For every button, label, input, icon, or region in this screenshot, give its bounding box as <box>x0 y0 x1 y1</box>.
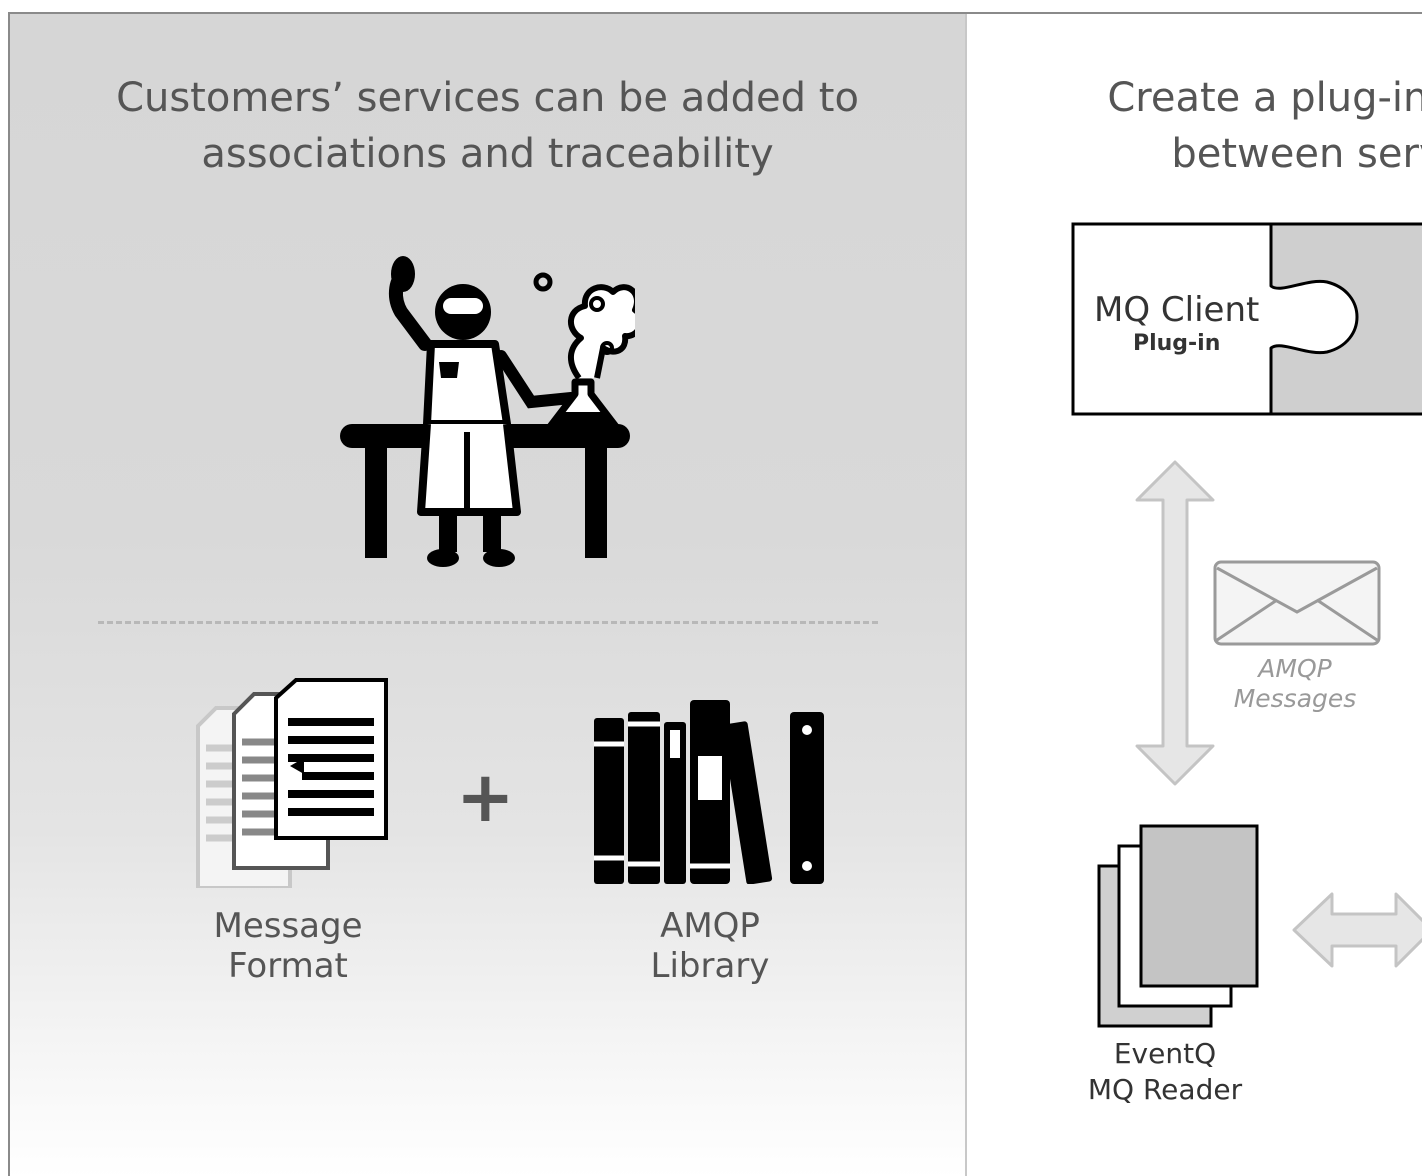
left-panel: Customers’ services can be added to asso… <box>10 14 967 1176</box>
right-heading: Create a plug-in tha between serv <box>1107 75 1422 177</box>
books-icon <box>594 700 824 884</box>
message-format-label: Message Format <box>213 906 363 986</box>
plus-sign: + <box>456 756 515 838</box>
puzzle-icon <box>1071 222 1422 416</box>
stacked-pages-icon <box>1097 824 1259 1028</box>
double-arrow-icon <box>1135 460 1215 786</box>
envelope-icon <box>1213 560 1381 646</box>
diagram-frame: Customers’ services can be added to asso… <box>8 12 1422 1176</box>
documents-icon <box>196 678 388 888</box>
mq-client-title: MQ Client <box>1094 290 1260 330</box>
mq-client-subtitle: Plug-in <box>1132 331 1221 356</box>
amqp-messages-label: AMQP Messages <box>1233 654 1357 713</box>
eventq-reader-label: EventQ MQ Reader <box>1087 1037 1243 1106</box>
horizontal-arrow-icon <box>1292 892 1422 968</box>
left-heading: Customers’ services can be added to asso… <box>116 75 859 177</box>
scientist-icon <box>340 256 635 567</box>
mq-client-label: MQ Client Plug-in <box>1094 290 1259 358</box>
amqp-library-label: AMQP Library <box>650 906 770 986</box>
section-divider <box>98 621 878 624</box>
right-panel: Create a plug-in tha between serv MQ Cli… <box>967 14 1422 1176</box>
